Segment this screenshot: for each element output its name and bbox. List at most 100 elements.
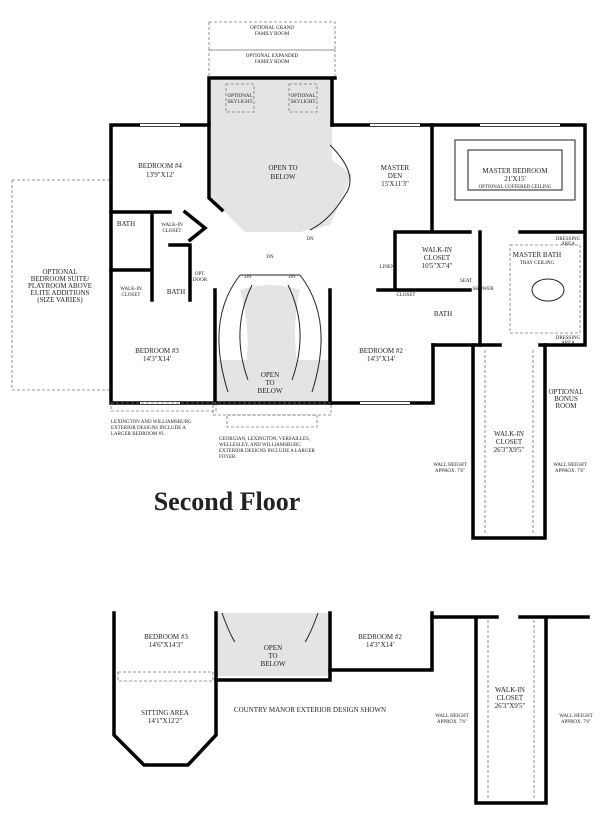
- lexington-note: LEXINGTON AND WILLIAMSBURG: [111, 420, 192, 425]
- wall-height-label-2: APPROX. 7'6": [435, 469, 465, 474]
- dressing-area-label: DRESSING: [556, 237, 581, 242]
- bonus-room-label-3: ROOM: [555, 402, 577, 410]
- master-bedroom-label: MASTER BEDROOM: [482, 167, 548, 175]
- bedroom-3-label: BEDROOM #3: [135, 347, 179, 355]
- seat-label: SEAT: [460, 279, 472, 284]
- wall-height-label-2: APPROX. 7'6": [555, 469, 585, 474]
- down-label: DN: [244, 275, 252, 280]
- alt-wall-height-label-2: APPROX. 7'6": [561, 720, 591, 725]
- lexington-note-3: LARGER BEDROOM #3.: [111, 432, 165, 437]
- alt-bedroom-3-label: BEDROOM #3: [144, 633, 188, 641]
- optional-suite-label-4: ELITE ADDITIONS: [31, 289, 90, 297]
- alt-bedroom-3-size: 14'6"X14'3": [149, 641, 183, 649]
- bonus-room-label-2: BONUS: [554, 395, 578, 403]
- alt-bedroom-2-size: 14'3"X14': [366, 641, 394, 649]
- down-label: DN: [266, 255, 274, 260]
- down-label: DN: [306, 237, 314, 242]
- master-den-size: 15'X11'3": [381, 180, 409, 188]
- dressing-area-label: DRESSING: [556, 336, 581, 341]
- master-den-label-2: DEN: [388, 172, 402, 180]
- bedroom-2-label: BEDROOM #2: [359, 347, 403, 355]
- walk-in-closet-label-2: CLOSET: [122, 293, 141, 298]
- alt-closet-label: WALK-IN: [495, 686, 525, 694]
- alt-open-label-3: BELOW: [261, 660, 286, 668]
- bedroom-3-size: 14'3"X14': [143, 355, 171, 363]
- opt-door-label: OPT.: [195, 272, 205, 277]
- optional-suite-label-2: BEDROOM SUITE/: [31, 275, 90, 283]
- georgian-note-2: WELLESLEY, AND WILLIAMSBURG: [219, 443, 301, 448]
- alt-open-label-2: TO: [268, 652, 277, 660]
- open-to-below-area: [211, 80, 352, 232]
- bedroom-4-label: BEDROOM #4: [138, 162, 182, 170]
- walk-in-closet-label: WALK-IN: [161, 223, 183, 228]
- bonus-closet-label-2: CLOSET: [496, 438, 523, 446]
- lexington-note-2: EXTERIOR DESIGNS INCLUDE A: [111, 426, 186, 431]
- sitting-area-size: 14'1"X12'2": [148, 717, 182, 725]
- skylight-right: [288, 83, 318, 113]
- alt-wall-height-label: WALL HEIGHT: [559, 714, 593, 719]
- georgian-note: GEORGIAN, LEXINGTON, VERSAILLES,: [219, 437, 310, 442]
- alt-closet-size: 26'3"X9'5": [495, 702, 526, 710]
- alternate-plan-walls: [112, 611, 590, 805]
- linen-label: LINEN: [380, 265, 395, 270]
- open-to-below-label-2: BELOW: [271, 173, 296, 181]
- optional-suite-outline: [11, 179, 112, 391]
- alt-bedroom-2-label: BEDROOM #2: [358, 633, 402, 641]
- alt-wall-height-label-2: APPROX. 7'6": [437, 720, 467, 725]
- closet-label: CLOSET: [397, 293, 416, 298]
- shower-label: SHOWER: [472, 287, 494, 292]
- master-bath-label: MASTER BATH: [513, 251, 561, 259]
- optional-grand-family-room-label-2: FAMILY ROOM: [255, 32, 290, 37]
- foyer-open-label-2: TO: [265, 379, 274, 387]
- optional-expanded-family-room-label-2: FAMILY ROOM: [255, 60, 290, 65]
- optional-suite-label-3: PLAYROOM ABOVE: [28, 282, 92, 290]
- bedroom-2-size: 14'3"X14': [367, 355, 395, 363]
- skylight-label: OPTIONAL: [291, 94, 316, 99]
- sitting-area-label: SITTING AREA: [141, 709, 189, 717]
- staircase: [218, 144, 351, 393]
- opt-door-label-2: DOOR: [193, 278, 208, 283]
- tray-ceiling-note: TRAY CEILING: [520, 261, 555, 266]
- country-manor-note: COUNTRY MANOR EXTERIOR DESIGN SHOWN: [234, 706, 386, 714]
- dressing-area-label-2: AREA: [561, 341, 575, 346]
- bath-label: BATH: [117, 220, 135, 228]
- walk-in-closet-label-2: CLOSET: [163, 229, 182, 234]
- walk-in-closet-label: WALK-IN: [120, 287, 142, 292]
- master-den-label: MASTER: [381, 164, 410, 172]
- skylight-left: [225, 83, 255, 113]
- optional-expanded-family-room-label: OPTIONAL EXPANDED: [246, 54, 299, 59]
- open-to-below-label: OPEN TO: [268, 164, 297, 172]
- master-closet-label-2: CLOSET: [424, 254, 451, 262]
- alt-closet-label-2: CLOSET: [497, 694, 524, 702]
- down-label: DN: [288, 275, 296, 280]
- coffered-ceiling-note: OPTIONAL COFFERED CEILING: [479, 185, 552, 190]
- bedroom-4-size: 13'9"X12': [146, 171, 174, 179]
- wall-height-label: WALL HEIGHT: [433, 463, 467, 468]
- master-bedroom-size: 21'X15': [504, 175, 526, 183]
- bonus-closet-label: WALK-IN: [494, 430, 524, 438]
- bath-label: BATH: [434, 310, 452, 318]
- skylight-label: OPTIONAL: [228, 94, 253, 99]
- alt-open-label: OPEN: [264, 644, 282, 652]
- foyer-open-label-3: BELOW: [258, 387, 283, 395]
- bonus-closet-size: 26'3"X9'5": [494, 446, 525, 454]
- skylight-label-2: SKYLIGHT: [228, 100, 253, 105]
- master-closet-label: WALK-IN: [422, 246, 452, 254]
- foyer-open-label: OPEN: [261, 371, 279, 379]
- bonus-room-label: OPTIONAL: [549, 388, 584, 396]
- dashed-extensions: [110, 350, 534, 535]
- bath-label: BATH: [167, 288, 185, 296]
- master-closet-size: 10'5"X7'4": [422, 262, 453, 270]
- georgian-note-3: EXTERIOR DESIGNS INCLUDE A LARGER: [219, 449, 315, 454]
- alt-wall-height-label: WALL HEIGHT: [435, 714, 469, 719]
- walls: [109, 76, 587, 540]
- optional-suite-label-5: (SIZE VARIES): [37, 296, 83, 304]
- wall-height-label: WALL HEIGHT: [553, 463, 587, 468]
- georgian-note-4: FOYER.: [219, 455, 237, 460]
- skylight-label-2: SKYLIGHT: [291, 100, 316, 105]
- floor-title: Second Floor: [154, 487, 301, 516]
- dressing-area-label-2: AREA: [561, 242, 575, 247]
- optional-grand-family-room-label: OPTIONAL GRAND: [250, 26, 294, 31]
- optional-suite-label: OPTIONAL: [43, 268, 78, 276]
